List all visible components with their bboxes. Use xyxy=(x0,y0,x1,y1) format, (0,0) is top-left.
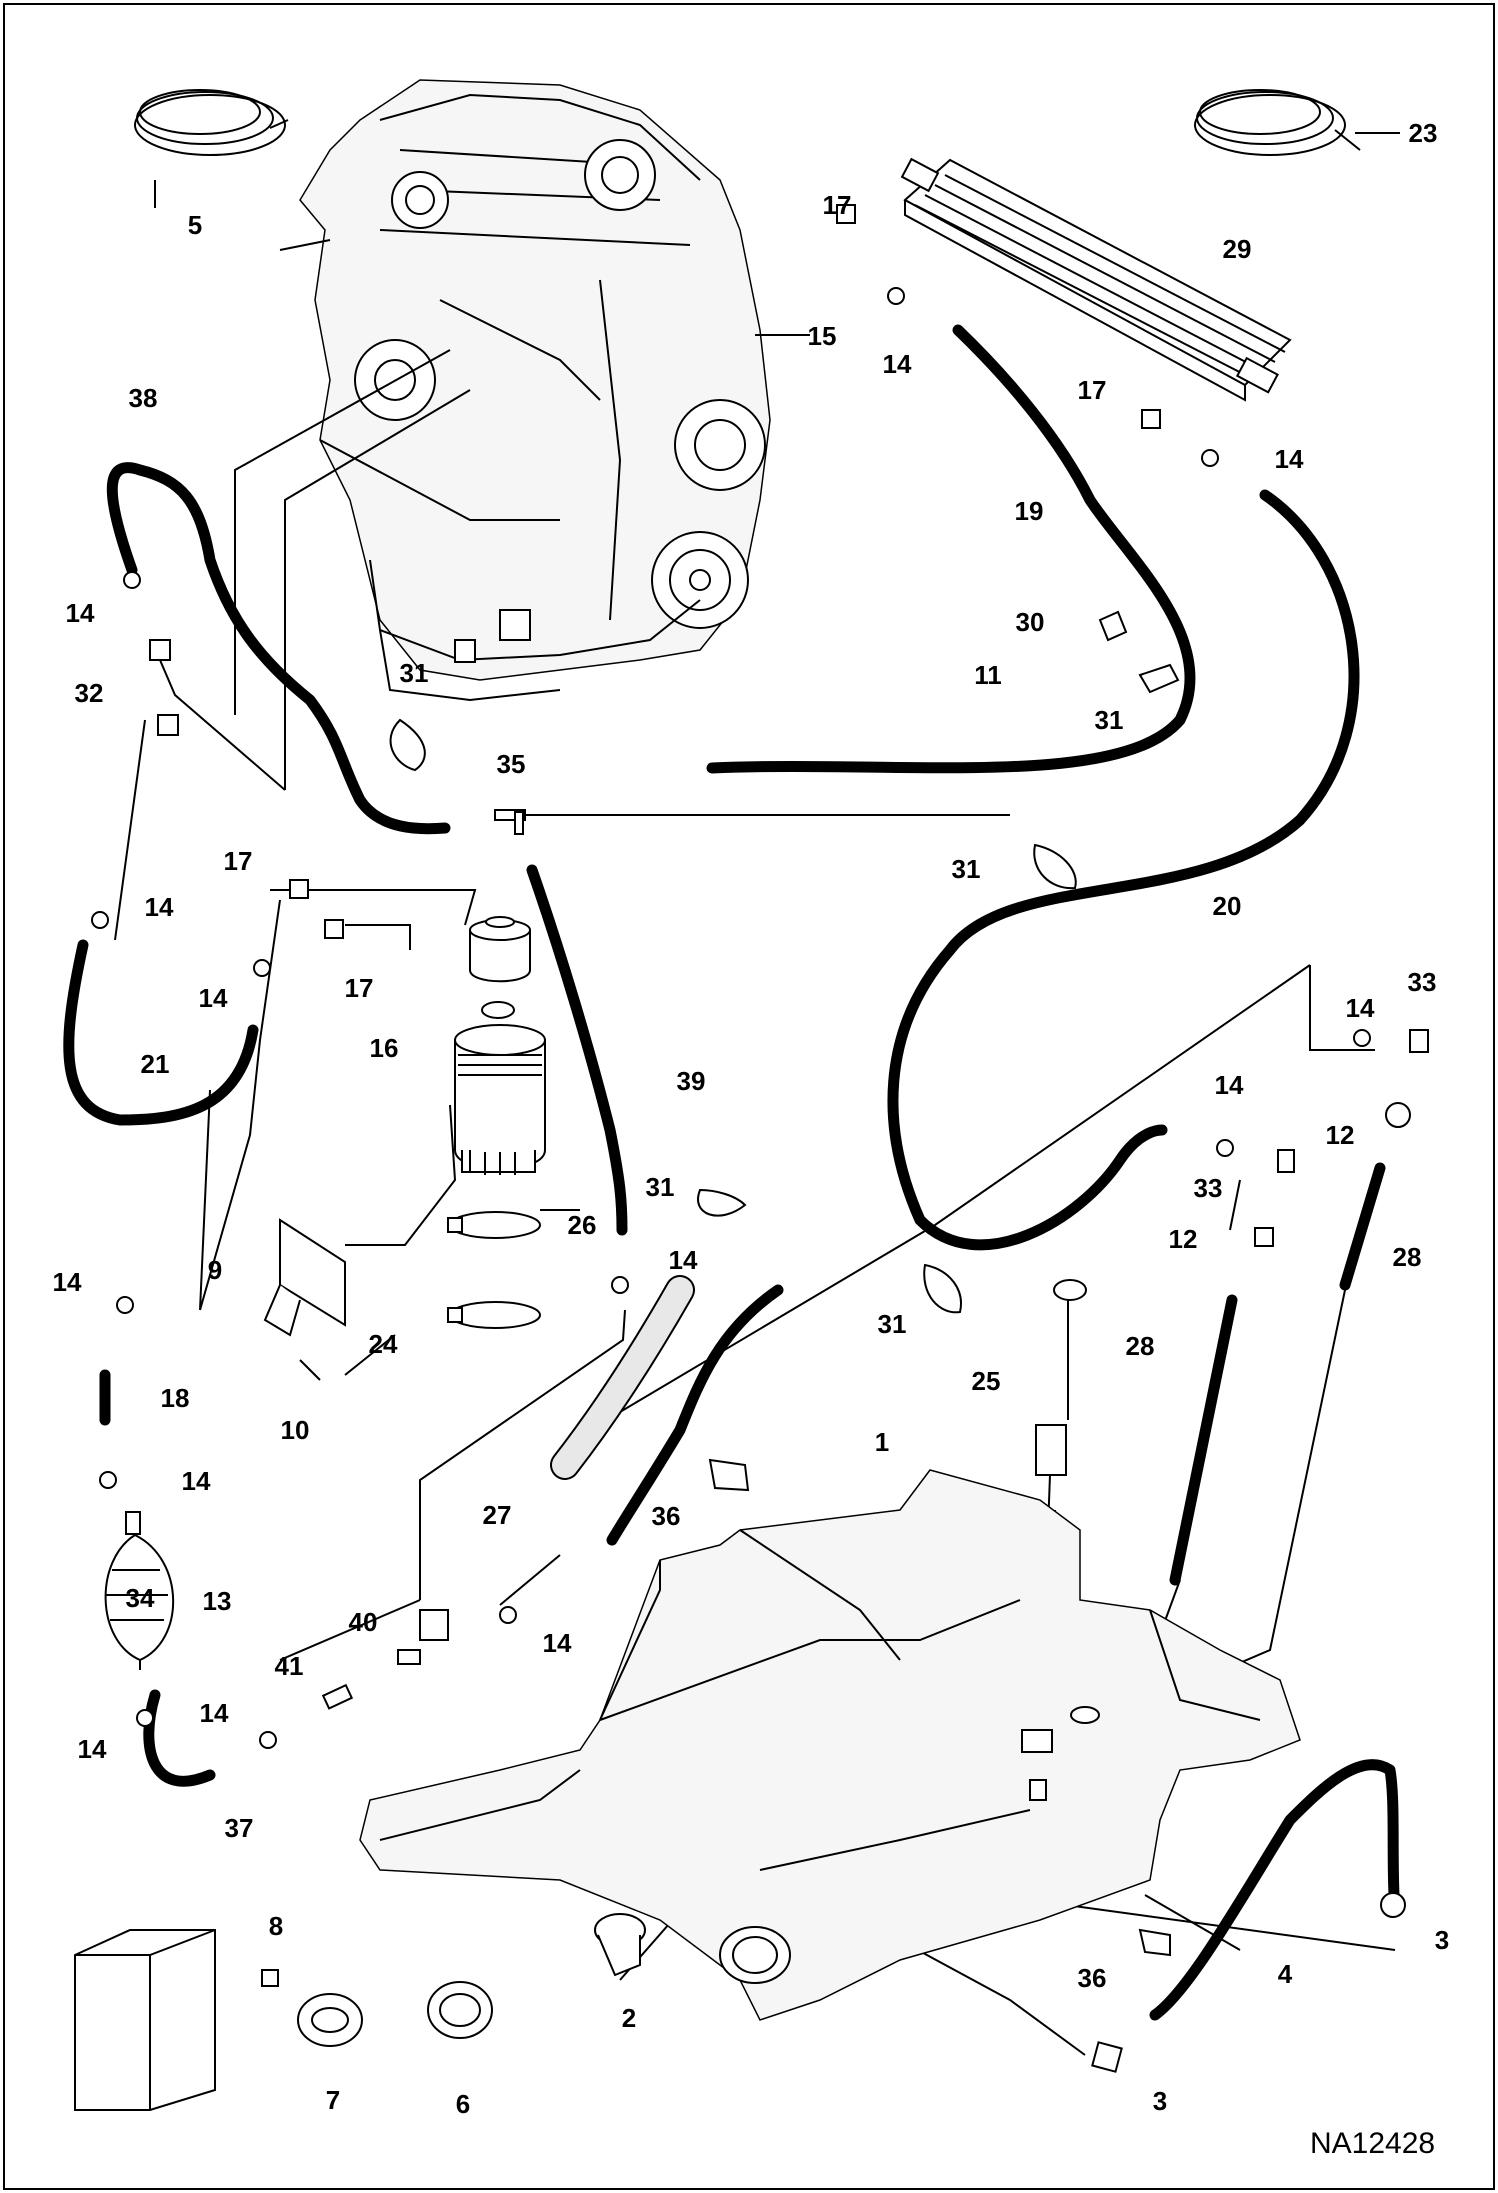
callout-15: 15 xyxy=(807,321,837,351)
fuel-filter-16 xyxy=(454,916,546,1175)
callout-19: 19 xyxy=(1014,496,1044,526)
callout-14: 14 xyxy=(1214,1070,1244,1100)
brackets-36 xyxy=(708,1458,1171,1957)
callout-14: 14 xyxy=(1274,444,1304,474)
hose-4 xyxy=(1149,1759,1400,2021)
callout-28: 28 xyxy=(1125,1331,1155,1361)
callout-32: 32 xyxy=(74,678,104,708)
callout-3: 3 xyxy=(1434,1925,1450,1955)
engine-assembly-15 xyxy=(279,79,771,702)
hose-28b xyxy=(1339,1162,1386,1291)
callout-1: 1 xyxy=(874,1427,890,1457)
callout-9: 9 xyxy=(207,1255,223,1285)
callout-8: 8 xyxy=(268,1911,284,1941)
callout-17: 17 xyxy=(1077,375,1107,405)
cable-ties-31 xyxy=(389,610,1180,1314)
callout-38: 38 xyxy=(128,383,158,413)
callout-14: 14 xyxy=(882,349,912,379)
callout-14: 14 xyxy=(181,1466,211,1496)
callout-34: 34 xyxy=(125,1583,155,1613)
callout-31: 31 xyxy=(951,854,981,884)
hose-39 xyxy=(526,864,628,1236)
drawing-number: NA12428 xyxy=(1310,2127,1436,2160)
callout-28: 28 xyxy=(1392,1242,1422,1272)
oil-cooler-29 xyxy=(900,157,1292,402)
callout-16: 16 xyxy=(369,1033,399,1063)
callout-33: 33 xyxy=(1407,967,1437,997)
primer-bulb-13 xyxy=(104,1511,175,1662)
callout-25: 25 xyxy=(971,1366,1001,1396)
braided-hose-27 xyxy=(550,1275,695,1480)
callout-14: 14 xyxy=(144,892,174,922)
fuel-tank-1 xyxy=(359,1469,1301,2021)
callout-21: 21 xyxy=(140,1049,170,1079)
callout-2: 2 xyxy=(621,2003,637,2033)
callout-20: 20 xyxy=(1212,891,1242,921)
callout-14: 14 xyxy=(198,983,228,1013)
hose-38 xyxy=(106,462,451,835)
caps xyxy=(261,1969,493,2047)
hose-19-lower xyxy=(606,1284,784,1546)
callout-17: 17 xyxy=(344,973,374,1003)
callout-31: 31 xyxy=(1094,705,1124,735)
fittings xyxy=(149,204,1429,1710)
callout-17: 17 xyxy=(822,190,852,220)
callout-12: 12 xyxy=(1168,1224,1198,1254)
callout-35: 35 xyxy=(496,749,526,779)
callout-14: 14 xyxy=(65,598,95,628)
callout-13: 13 xyxy=(202,1586,232,1616)
callout-29: 29 xyxy=(1222,234,1252,264)
callout-14: 14 xyxy=(668,1245,698,1275)
callout-31: 31 xyxy=(645,1172,675,1202)
callout-18: 18 xyxy=(160,1383,190,1413)
hoses xyxy=(63,324,1400,2021)
clip-3 xyxy=(1091,2041,1123,2073)
callout-24: 24 xyxy=(368,1329,398,1359)
callout-14: 14 xyxy=(52,1267,82,1297)
bracket-9 xyxy=(263,1218,346,1337)
callout-7: 7 xyxy=(325,2085,341,2115)
hose-28a xyxy=(1169,1294,1238,1586)
callout-3: 3 xyxy=(1152,2086,1168,2116)
callout-23: 23 xyxy=(1408,118,1438,148)
hose-21 xyxy=(63,939,259,1126)
callout-31: 31 xyxy=(399,658,429,688)
callout-14: 14 xyxy=(199,1698,229,1728)
callout-6: 6 xyxy=(455,2089,471,2119)
callout-14: 14 xyxy=(1345,993,1375,1023)
callout-14: 14 xyxy=(77,1734,107,1764)
hose-clamps-26 xyxy=(447,1211,541,1329)
callout-26: 26 xyxy=(567,1210,597,1240)
callout-36: 36 xyxy=(651,1501,681,1531)
diagram-border xyxy=(3,3,1495,2190)
callout-30: 30 xyxy=(1015,607,1045,637)
hose-coil-23 xyxy=(1194,89,1361,156)
callout-11: 11 xyxy=(974,660,1002,690)
fuel-strainer-2 xyxy=(594,1913,646,1977)
callout-10: 10 xyxy=(280,1415,310,1445)
callout-4: 4 xyxy=(1277,1959,1293,1989)
callout-12: 12 xyxy=(1325,1120,1355,1150)
callout-33: 33 xyxy=(1193,1173,1223,1203)
callout-37: 37 xyxy=(224,1813,254,1843)
callout-14: 14 xyxy=(542,1628,572,1658)
hose-19 xyxy=(706,324,1196,774)
hose-coil-5 xyxy=(134,89,289,156)
callout-39: 39 xyxy=(676,1066,706,1096)
box-34 xyxy=(74,1929,216,2111)
callout-36: 36 xyxy=(1077,1963,1107,1993)
callout-27: 27 xyxy=(482,1500,512,1530)
callout-41: 41 xyxy=(274,1651,304,1681)
small-clamps-14 xyxy=(91,287,1406,1918)
hose-20 xyxy=(887,489,1360,1251)
callout-31: 31 xyxy=(877,1309,907,1339)
callout-5: 5 xyxy=(187,210,203,240)
callout-40: 40 xyxy=(348,1607,378,1637)
callout-17: 17 xyxy=(223,846,253,876)
